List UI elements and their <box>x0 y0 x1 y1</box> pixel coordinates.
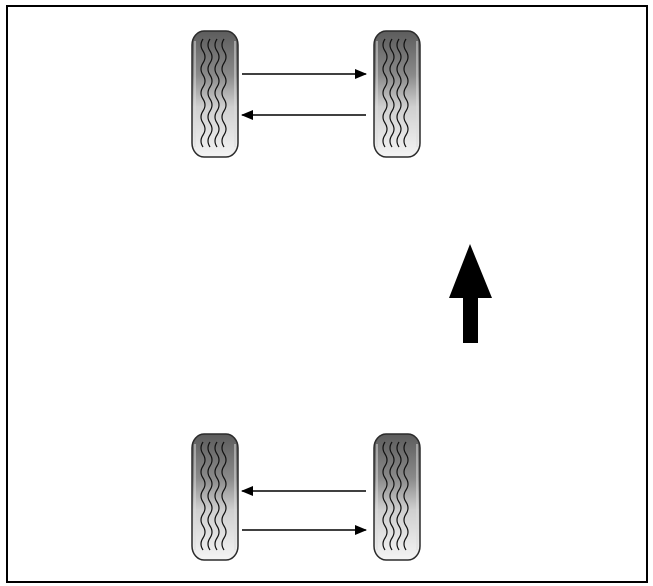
rear-left-tire-icon <box>191 433 239 561</box>
front-left-tire-icon <box>191 30 239 158</box>
front-right-tire-icon <box>373 30 421 158</box>
diagram-border <box>6 5 648 583</box>
rear-swap-double-arrow-icon <box>241 486 367 535</box>
rear-right-tire-icon <box>373 433 421 561</box>
front-swap-double-arrow-icon <box>241 69 367 120</box>
arrow-up-icon <box>449 244 492 343</box>
